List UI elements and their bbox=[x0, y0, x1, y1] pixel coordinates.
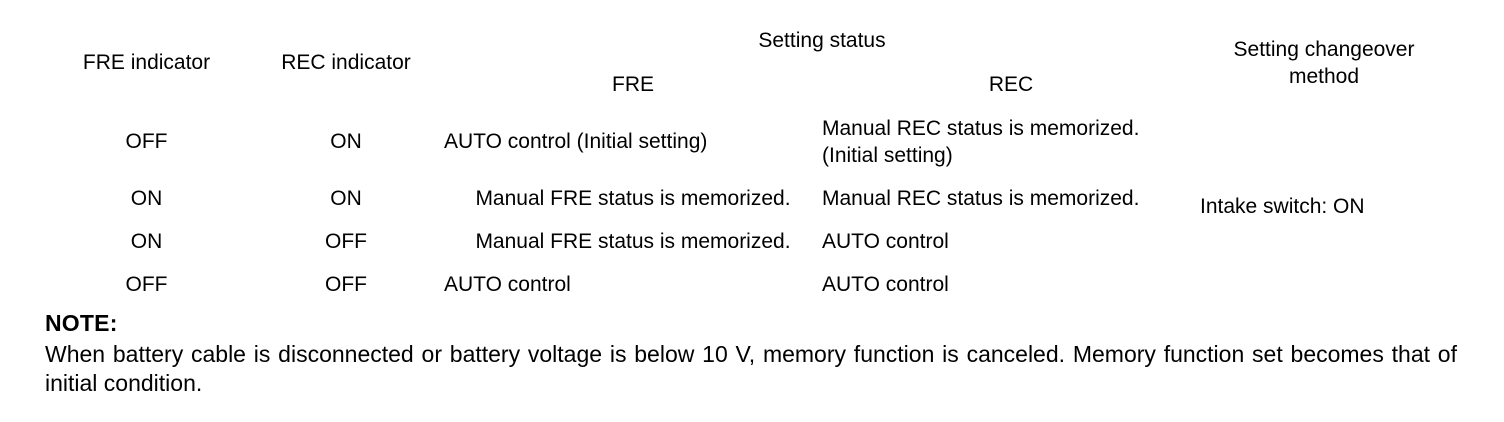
cell-setting-rec: Manual REC status is memorized. (Initial… bbox=[822, 107, 1200, 178]
cell-setting-fre: AUTO control bbox=[444, 273, 571, 297]
table-row: ON ON Manual FRE status is memorized. Ma… bbox=[45, 178, 1448, 221]
cell-fre-indicator: ON bbox=[130, 230, 163, 254]
table-row: ON OFF Manual FRE status is memorized. A… bbox=[45, 221, 1448, 264]
header-row-group: FRE indicator REC indicator Setting stat… bbox=[45, 20, 1448, 87]
header-rec-indicator: REC indicator bbox=[281, 51, 411, 75]
cell-setting-fre: Manual FRE status is memorized. bbox=[475, 230, 791, 254]
header-changeover-line2: method bbox=[1288, 64, 1360, 88]
cell-rec-indicator: ON bbox=[330, 130, 362, 154]
cell-rec-indicator: OFF bbox=[325, 273, 367, 297]
cell-setting-rec-line1: Manual REC status is memorized. bbox=[822, 116, 1140, 140]
table-row: OFF ON AUTO control (Initial setting) Ma… bbox=[45, 107, 1448, 218]
cell-setting-rec-line2: (Initial setting) bbox=[822, 143, 953, 167]
cell-fre-indicator: OFF bbox=[125, 130, 168, 154]
cell-fre-indicator: ON bbox=[130, 187, 163, 211]
table-header: FRE indicator REC indicator Setting stat… bbox=[45, 20, 1448, 107]
note-body: When battery cable is disconnected or ba… bbox=[45, 340, 1457, 397]
header-changeover-line1: Setting changeover bbox=[1233, 37, 1415, 61]
header-row-sub: FRE REC bbox=[45, 63, 1448, 107]
note-block: NOTE: When battery cable is disconnected… bbox=[45, 310, 1465, 398]
cell-rec-indicator: OFF bbox=[325, 230, 367, 254]
cell-setting-rec: AUTO control bbox=[822, 273, 949, 297]
header-setting-rec: REC bbox=[988, 72, 1034, 96]
cell-setting-rec: Manual REC status is memorized. bbox=[822, 187, 1140, 211]
table-row: OFF OFF AUTO control AUTO control bbox=[45, 264, 1448, 307]
cell-fre-indicator: OFF bbox=[125, 273, 168, 297]
cell-setting-rec: AUTO control bbox=[822, 230, 949, 254]
header-setting-changeover-method: Setting changeover method bbox=[1200, 20, 1448, 107]
cell-rec-indicator: ON bbox=[330, 187, 362, 211]
header-setting-fre: FRE bbox=[612, 72, 654, 96]
header-setting-status-group: Setting status bbox=[758, 29, 886, 53]
table-body: OFF ON AUTO control (Initial setting) Ma… bbox=[45, 107, 1448, 307]
cell-changeover-method: Intake switch: ON bbox=[1200, 194, 1365, 218]
cell-setting-fre: Manual FRE status is memorized. bbox=[475, 187, 791, 211]
note-title: NOTE: bbox=[45, 310, 118, 336]
header-fre-indicator: FRE indicator bbox=[82, 51, 211, 75]
cell-setting-fre: AUTO control (Initial setting) bbox=[444, 130, 708, 154]
setting-status-table-wrapper: FRE indicator REC indicator Setting stat… bbox=[45, 20, 1448, 307]
setting-status-table: FRE indicator REC indicator Setting stat… bbox=[45, 20, 1448, 307]
